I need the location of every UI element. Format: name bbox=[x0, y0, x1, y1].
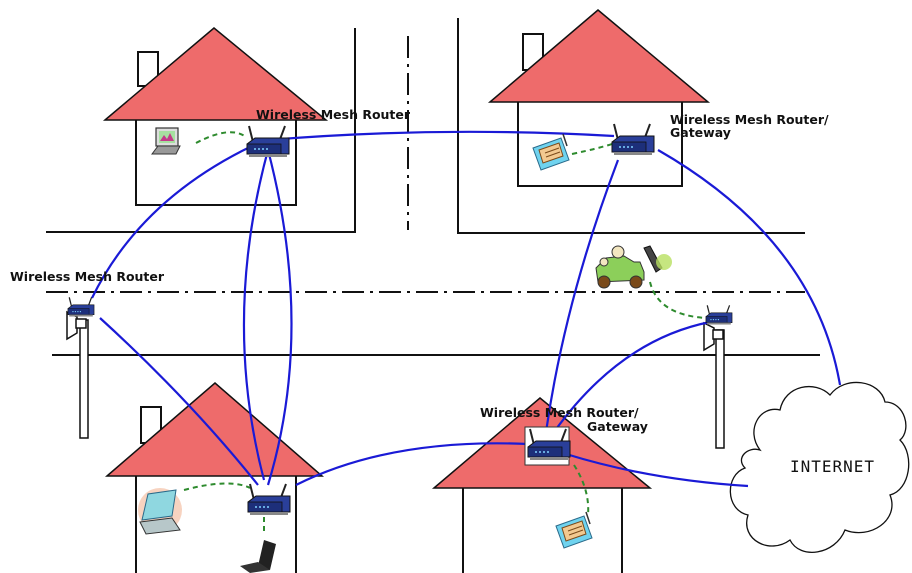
car-icon bbox=[595, 245, 645, 289]
client-links bbox=[183, 131, 707, 535]
house-icon bbox=[104, 382, 325, 573]
router-icon bbox=[705, 304, 733, 326]
laptop-icon bbox=[240, 540, 276, 573]
gateway-label-top-right-line1: Wireless Mesh Router/ bbox=[670, 112, 829, 127]
tablet-icon bbox=[555, 511, 593, 549]
internet-label: INTERNET bbox=[790, 457, 875, 476]
laptop-icon bbox=[151, 127, 181, 155]
gateway-label-top-right-line2: Gateway bbox=[670, 125, 731, 140]
antenna-pole-icon bbox=[66, 310, 89, 439]
router-icon bbox=[524, 426, 571, 466]
phone-icon bbox=[643, 245, 672, 273]
mesh-links bbox=[91, 130, 842, 488]
router-label-pole-left: Wireless Mesh Router bbox=[10, 269, 165, 284]
gateway-label-bottom-line2: Gateway bbox=[587, 419, 648, 434]
cloud-icon bbox=[729, 381, 910, 553]
antenna-pole-icon bbox=[703, 321, 725, 449]
router-label-top-left: Wireless Mesh Router bbox=[256, 107, 411, 122]
laptop-icon bbox=[138, 488, 182, 535]
street-lines bbox=[46, 18, 820, 356]
gateway-label-bottom-line1: Wireless Mesh Router/ bbox=[480, 405, 639, 420]
house-icon bbox=[487, 9, 711, 187]
router-icon bbox=[67, 296, 95, 318]
router-icon bbox=[247, 483, 291, 516]
